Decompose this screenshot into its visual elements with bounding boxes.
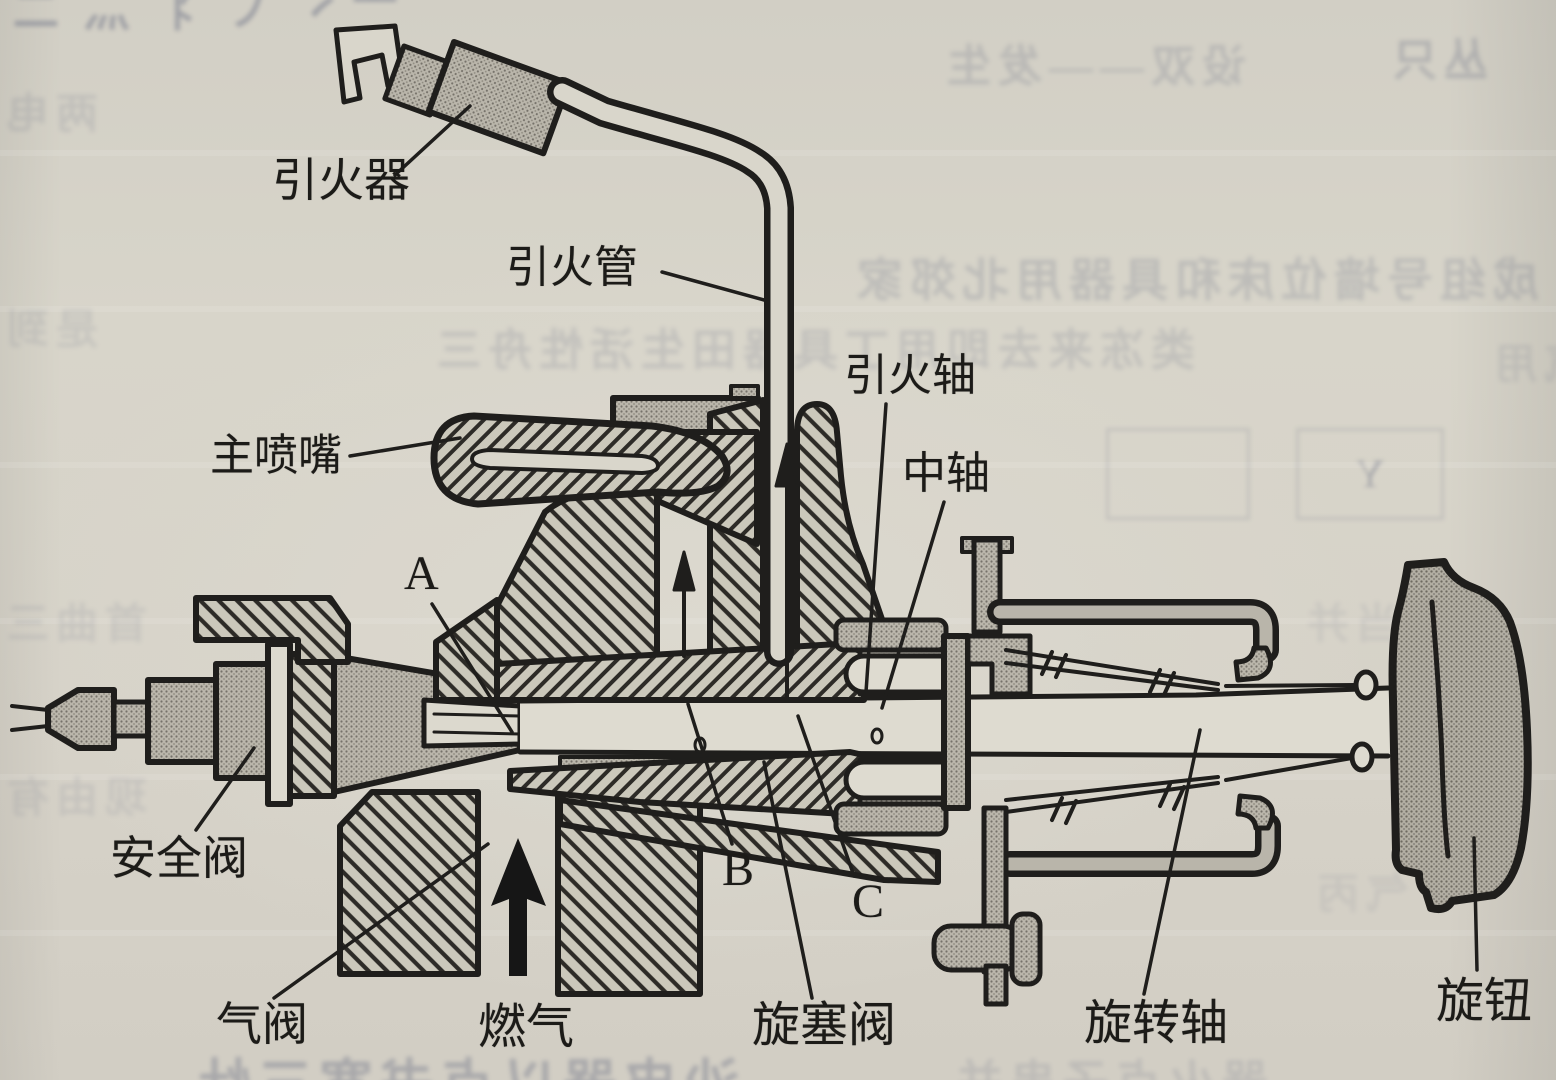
ignition-tube-arrow xyxy=(774,442,800,488)
igniter-assembly xyxy=(333,23,572,157)
shaft-collars xyxy=(833,617,971,837)
frame-bracket xyxy=(931,536,1281,1007)
ignition-tube-part xyxy=(547,77,794,667)
plug-valve-part xyxy=(494,641,952,885)
flow-arrows xyxy=(491,442,800,976)
leader-lines xyxy=(194,104,1479,1000)
fuel-gas-inlet-arrow xyxy=(491,838,546,976)
left-channel-arrow xyxy=(672,550,696,592)
control-knob xyxy=(1388,558,1532,914)
safety-valve-assembly xyxy=(10,641,523,807)
rotating-shaft-springs xyxy=(1004,648,1379,825)
main-nozzle-part xyxy=(430,412,760,547)
